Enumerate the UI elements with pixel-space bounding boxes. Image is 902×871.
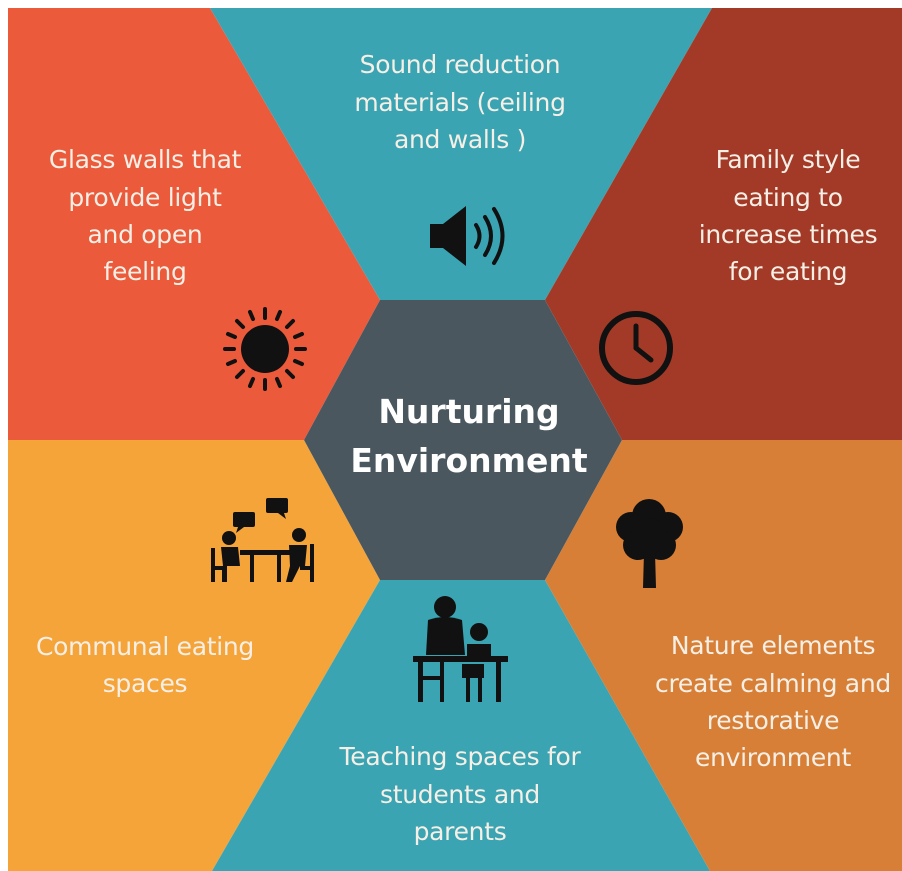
clock-icon <box>599 311 673 385</box>
segment-bottom-line-3: parents <box>414 817 507 846</box>
center-hexagon <box>304 300 622 580</box>
segment-bottom-right-line-3: restorative <box>707 706 839 735</box>
segment-bottom-right-line-1: Nature elements <box>671 631 875 660</box>
segment-top-right-line-2: eating to <box>733 183 843 212</box>
segment-bottom-left-label: Communal eating spaces <box>36 632 254 698</box>
segment-bottom-left-line-2: spaces <box>103 669 188 698</box>
tree-icon <box>616 499 683 588</box>
segment-bottom-right-line-4: environment <box>695 743 851 772</box>
segment-top-left-line-2: provide light <box>68 183 222 212</box>
communal-table-icon <box>211 498 314 582</box>
segment-top-line-3: and walls ) <box>394 125 526 154</box>
segment-top-right-line-1: Family style <box>716 145 861 174</box>
segment-bottom <box>212 580 710 871</box>
segment-bottom-right-label: Nature elements create calming and resto… <box>655 631 891 772</box>
segment-top-left-line-4: feeling <box>103 257 186 286</box>
segment-top-left-line-1: Glass walls that <box>49 145 242 174</box>
segment-bottom-label: Teaching spaces for students and parents <box>339 742 582 846</box>
segment-top-right-label: Family style eating to increase times fo… <box>699 145 878 286</box>
center-title-line-1: Nurturing <box>378 392 559 431</box>
segment-top <box>210 8 712 300</box>
segment-top-line-1: Sound reduction <box>360 50 561 79</box>
segment-top-right-line-3: increase times <box>699 220 878 249</box>
segment-top-left <box>8 8 380 440</box>
segment-top-right-line-4: for eating <box>729 257 848 286</box>
sun-icon <box>223 307 307 391</box>
segment-top-label: Sound reduction materials (ceiling and w… <box>354 50 566 154</box>
segment-bottom-right-line-2: create calming and <box>655 669 891 698</box>
center-title-line-2: Environment <box>350 441 588 480</box>
segment-bottom-line-2: students and <box>380 780 540 809</box>
segment-bottom-left <box>8 440 380 871</box>
segment-bottom-line-1: Teaching spaces for <box>339 742 582 771</box>
segment-top-line-2: materials (ceiling <box>354 88 565 117</box>
segment-top-left-label: Glass walls that provide light and open … <box>49 145 242 286</box>
segment-bottom-left-line-1: Communal eating <box>36 632 254 661</box>
teacher-student-icon <box>413 596 508 702</box>
speaker-icon <box>430 206 505 266</box>
segment-top-left-line-3: and open <box>88 220 203 249</box>
